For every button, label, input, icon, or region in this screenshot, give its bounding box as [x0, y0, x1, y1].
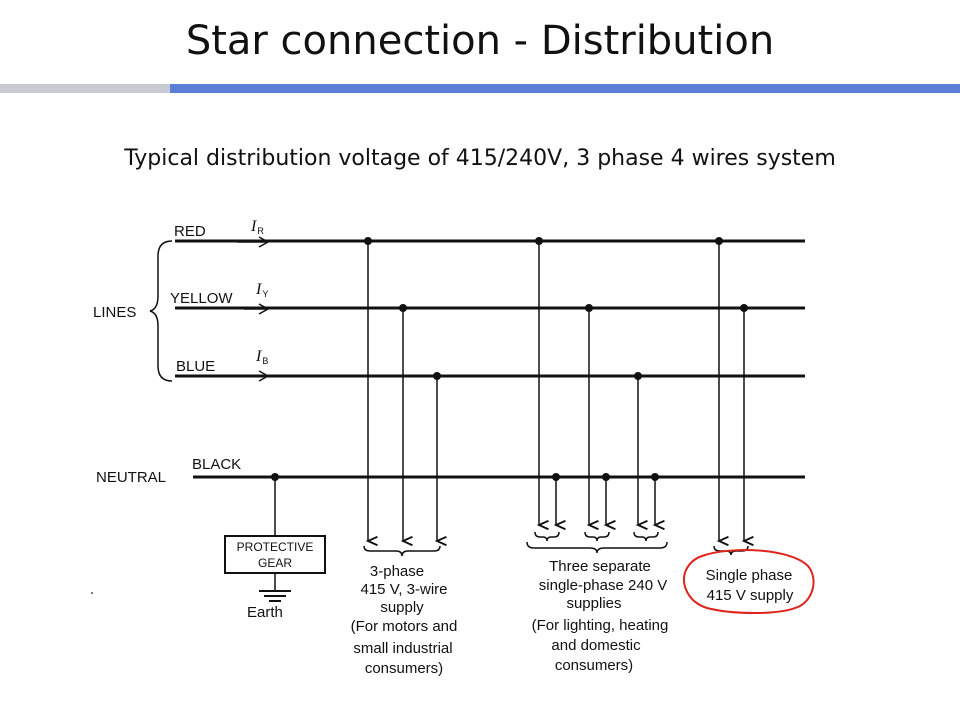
black-label: BLACK — [192, 456, 241, 473]
earth-label: Earth — [247, 604, 283, 621]
svg-text:consumers): consumers) — [555, 657, 633, 674]
earth-symbol — [259, 573, 291, 602]
single-phase-240-brace-1 — [534, 531, 560, 542]
svg-text:3-phase: 3-phase — [370, 563, 424, 580]
protective-gear-line-1: PROTECTIVE — [237, 540, 314, 554]
stray-dot — [91, 592, 93, 594]
svg-text:Single phase: Single phase — [706, 567, 793, 584]
single-phase-240-caption: Three separate single-phase 240 V suppli… — [532, 558, 669, 674]
svg-text:and domestic: and domestic — [551, 637, 641, 654]
slide-subtitle: Typical distribution voltage of 415/240V… — [124, 146, 836, 171]
protective-gear-line-2: GEAR — [258, 556, 292, 570]
svg-text:small industrial: small industrial — [353, 640, 452, 657]
title-underline-grey-segment — [0, 84, 170, 93]
three-phase-taps — [364, 237, 447, 547]
neutral-label: NEUTRAL — [96, 469, 166, 486]
red-highlight-circle — [683, 549, 815, 614]
single-phase-415-taps — [715, 237, 754, 547]
svg-text:415 V supply: 415 V supply — [707, 587, 794, 604]
red-label: RED — [174, 223, 206, 240]
svg-text:Three separate: Three separate — [549, 558, 651, 575]
svg-text:supply: supply — [380, 599, 424, 616]
svg-text:(For motors and: (For motors and — [351, 618, 458, 635]
svg-text:(For lighting, heating: (For lighting, heating — [532, 617, 669, 634]
title-underline-blue-segment — [170, 84, 960, 93]
single-phase-415-caption: Single phase 415 V supply — [706, 567, 794, 604]
single-phase-240-taps — [535, 237, 665, 531]
svg-text:415 V, 3-wire: 415 V, 3-wire — [361, 581, 448, 598]
single-phase-240-outer-brace — [526, 541, 668, 554]
three-phase-caption: 3-phase 415 V, 3-wire supply (For motors… — [351, 563, 458, 677]
svg-text:single-phase 240 V: single-phase 240 V — [539, 577, 667, 594]
current-blue-label: IB — [255, 348, 268, 366]
yellow-label: YELLOW — [170, 290, 233, 307]
three-phase-brace — [363, 545, 441, 557]
lines-brace — [149, 240, 173, 382]
svg-text:consumers): consumers) — [365, 660, 443, 677]
lines-label: LINES — [93, 304, 136, 321]
slide-title: Star connection - Distribution — [185, 18, 775, 64]
blue-label: BLUE — [176, 358, 215, 375]
single-phase-240-brace-2 — [584, 531, 610, 542]
title-underline — [0, 84, 960, 93]
single-phase-240-brace-3 — [633, 531, 659, 542]
svg-text:supplies: supplies — [566, 595, 621, 612]
current-yellow-label: IY — [255, 281, 268, 299]
current-red-label: IR — [250, 218, 264, 236]
